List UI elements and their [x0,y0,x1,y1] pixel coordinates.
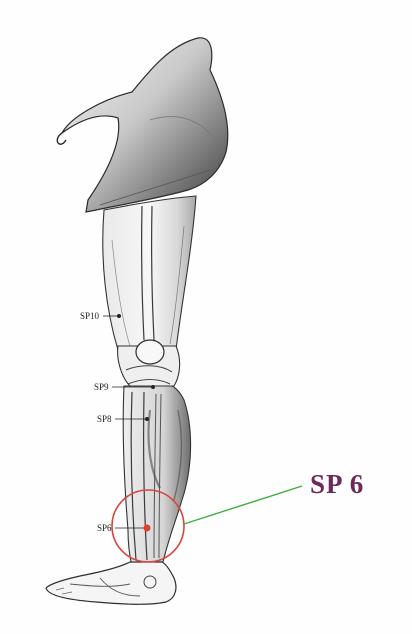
sp6-marker [143,524,151,532]
sp8-marker [145,417,149,421]
sp8-label: SP8 [97,414,112,424]
sp10-marker [117,314,121,318]
sp10-point: SP10 [80,311,121,321]
sp6-callout: SP 6 [111,469,364,563]
hip-region [56,37,229,213]
knee-region [117,339,181,387]
callout-label: SP 6 [310,469,364,499]
sp10-label: SP10 [80,311,100,321]
sp6-point: SP6 [97,523,151,533]
sp8-point: SP8 [97,414,149,424]
sp6-label: SP6 [97,523,112,533]
sp9-point: SP9 [94,382,155,392]
sp9-label: SP9 [94,382,109,392]
lower-leg-region [122,385,192,567]
callout-line [183,485,303,525]
foot-region [45,561,177,605]
highlight-circle [111,489,185,563]
thigh-region [102,195,197,351]
sp9-marker [151,385,155,389]
